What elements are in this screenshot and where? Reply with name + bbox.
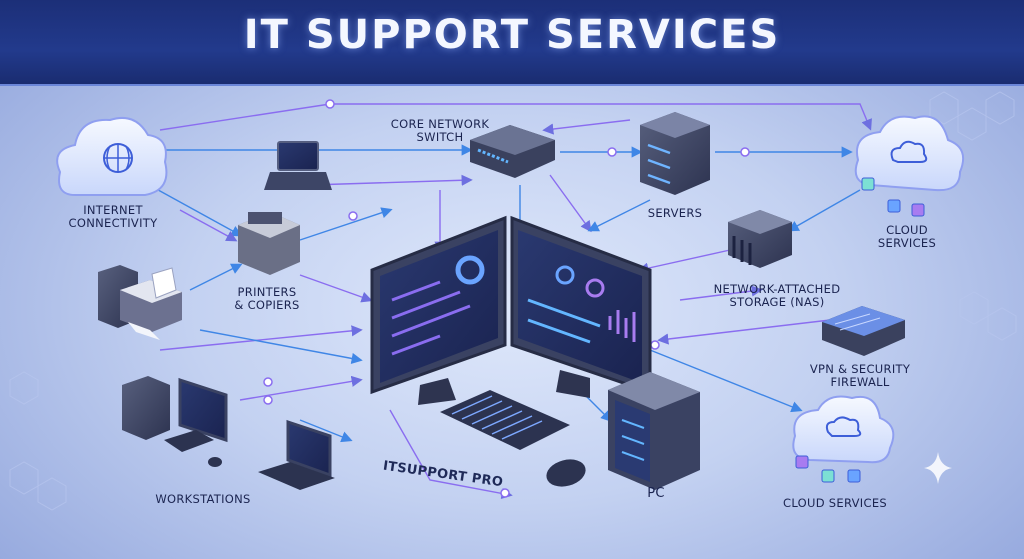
label-servers: SERVERS — [630, 207, 720, 220]
label-cloud-top: CLOUD SERVICES — [862, 224, 952, 250]
label-vpn: VPN & SECURITY FIREWALL — [800, 363, 920, 389]
hex-background — [9, 91, 1017, 511]
nas-storage-icon — [728, 210, 792, 268]
label-cloud-bottom: CLOUD SERVICES — [775, 497, 895, 510]
internet-cloud-icon — [56, 116, 168, 196]
keyboard-icon — [440, 390, 570, 450]
workstation-desktop-icon — [122, 376, 228, 467]
dual-monitor-icon — [370, 215, 652, 405]
label-internet: INTERNET CONNECTIVITY — [58, 204, 168, 230]
label-vpn-line2: FIREWALL — [830, 375, 890, 389]
label-nas-line1: NETWORK-ATTACHED — [713, 282, 841, 296]
copier-icon — [238, 212, 300, 275]
label-core-switch-line2: SWITCH — [416, 130, 464, 144]
label-nas-line2: STORAGE (NAS) — [729, 295, 825, 309]
firewall-icon — [822, 306, 905, 356]
desktop-printer-icon — [98, 265, 182, 340]
label-printers-line1: PRINTERS — [237, 285, 297, 299]
label-pc-line1: PC — [647, 486, 665, 501]
label-nas: NETWORK-ATTACHED STORAGE (NAS) — [712, 283, 842, 309]
label-workstations-line1: WORKSTATIONS — [155, 492, 251, 506]
label-cloud-top-line1: CLOUD — [886, 223, 928, 237]
label-vpn-line1: VPN & SECURITY — [809, 362, 911, 376]
network-switch-icon — [470, 125, 555, 178]
server-rack-icon — [640, 112, 710, 195]
label-cloud-top-line2: SERVICES — [877, 236, 937, 250]
label-workstations: WORKSTATIONS — [148, 493, 258, 506]
sparkle-icon — [924, 452, 952, 484]
label-pc: PC — [626, 487, 686, 500]
header-banner — [0, 0, 1024, 86]
cloud-services-bottom-icon — [792, 395, 895, 483]
laptop-icon — [264, 141, 332, 190]
cloud-services-icon — [854, 115, 964, 217]
label-core-switch-line1: CORE NETWORK — [390, 117, 490, 131]
label-internet-line2: CONNECTIVITY — [68, 216, 158, 230]
page-title: IT SUPPORT SERVICES — [243, 12, 781, 58]
label-printers-line2: & COPIERS — [234, 298, 300, 312]
label-core-switch: CORE NETWORK SWITCH — [385, 118, 495, 144]
label-servers-line1: SERVERS — [647, 206, 703, 220]
pc-tower-icon — [608, 372, 700, 490]
workstation-laptop-icon — [258, 419, 335, 490]
mouse-icon — [546, 459, 586, 487]
label-printers: PRINTERS & COPIERS — [222, 286, 312, 312]
label-cloud-bottom-line1: CLOUD SERVICES — [783, 496, 887, 510]
connection-nodes — [263, 99, 750, 498]
label-internet-line1: INTERNET — [83, 203, 143, 217]
